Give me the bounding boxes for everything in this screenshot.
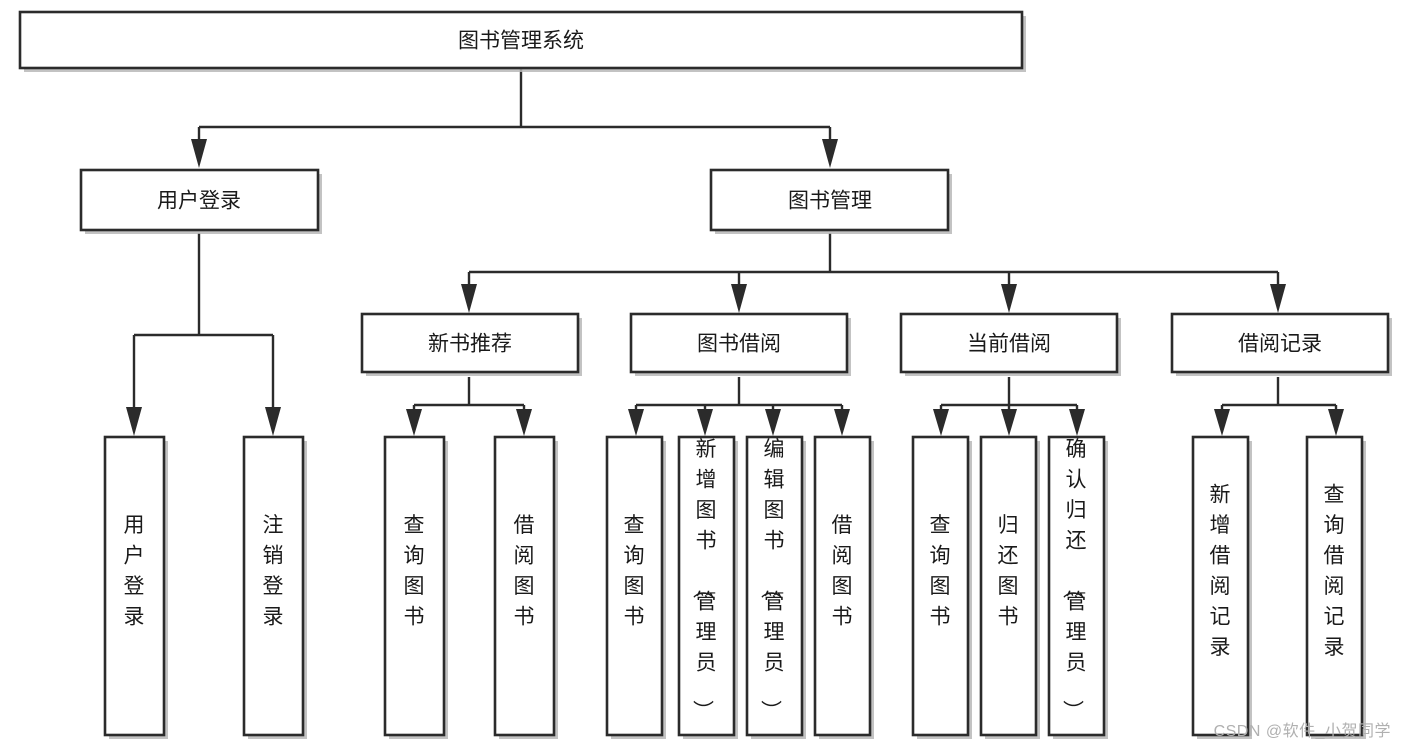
arrow-head-leaf-user-login bbox=[126, 407, 142, 436]
node-leaf-add-record-box[interactable] bbox=[1191, 435, 1250, 737]
node-leaf-query-book-3[interactable]: 查询图书 bbox=[911, 435, 972, 739]
node-book-manage[interactable]: 图书管理 bbox=[709, 168, 952, 234]
arrow-head-leaf-user-logout bbox=[265, 407, 281, 436]
arrow-head-leaf-query-book-3 bbox=[933, 409, 949, 436]
node-leaf-query-book-1-label: 查询图书 bbox=[404, 514, 425, 629]
node-leaf-query-book-2-box[interactable] bbox=[605, 435, 664, 737]
arrow-head-leaf-borrow-book-2 bbox=[834, 409, 850, 436]
node-leaf-query-record[interactable]: 查询借阅记录 bbox=[1305, 435, 1366, 739]
node-leaf-edit-book-box[interactable] bbox=[745, 435, 804, 737]
node-book-manage-box[interactable] bbox=[709, 168, 950, 232]
node-new-book-recommend-label: 新书推荐 bbox=[428, 333, 512, 356]
leaf-layer: 用户登录 注销登录 查询图书 借阅图书 查询图书 bbox=[103, 435, 1366, 739]
arrow-head-leaf-borrow-book-1 bbox=[516, 409, 532, 436]
arrow-head-book-borrow bbox=[731, 284, 747, 313]
node-leaf-user-login-box[interactable] bbox=[103, 435, 166, 737]
node-root[interactable]: 图书管理系统 bbox=[18, 10, 1026, 72]
node-borrow-record-label: 借阅记录 bbox=[1238, 333, 1322, 356]
arrow-head-new-book-recommend bbox=[461, 284, 477, 313]
node-book-manage-label: 图书管理 bbox=[788, 190, 872, 213]
node-leaf-return-book-box[interactable] bbox=[979, 435, 1038, 737]
node-leaf-edit-book-label: 编辑图书（管理员） bbox=[759, 438, 785, 721]
node-leaf-query-book-1[interactable]: 查询图书 bbox=[383, 435, 448, 739]
node-leaf-query-book-3-label: 查询图书 bbox=[930, 514, 951, 629]
arrow-head-leaf-add-record bbox=[1214, 409, 1230, 436]
arrow-head-borrow-record bbox=[1270, 284, 1286, 313]
arrow-head-current-borrow bbox=[1001, 284, 1017, 313]
node-current-borrow-label: 当前借阅 bbox=[967, 333, 1051, 356]
arrow-head-book-manage bbox=[822, 139, 838, 168]
node-root-label: 图书管理系统 bbox=[458, 30, 584, 53]
node-leaf-add-book[interactable]: 新增图书（管理员） bbox=[677, 435, 738, 739]
node-leaf-user-logout-label: 注销登录 bbox=[263, 514, 284, 629]
node-leaf-return-book-label: 归还图书 bbox=[998, 514, 1019, 629]
connector-layer bbox=[126, 69, 1344, 436]
node-leaf-confirm-return-box[interactable] bbox=[1047, 435, 1106, 737]
arrow-head-user-login bbox=[191, 139, 207, 168]
node-leaf-borrow-book-2[interactable]: 借阅图书 bbox=[813, 435, 874, 739]
arrow-head-leaf-query-book-2 bbox=[628, 409, 644, 436]
node-leaf-borrow-book-1-box[interactable] bbox=[493, 435, 556, 737]
node-leaf-user-logout-box[interactable] bbox=[242, 435, 305, 737]
node-user-login-label: 用户登录 bbox=[157, 190, 241, 213]
node-current-borrow[interactable]: 当前借阅 bbox=[899, 312, 1121, 376]
arrow-head-leaf-confirm-return bbox=[1069, 409, 1085, 436]
arrow-head-leaf-query-record bbox=[1328, 409, 1344, 436]
node-leaf-return-book[interactable]: 归还图书 bbox=[979, 435, 1040, 739]
arrow-head-leaf-query-book-1 bbox=[406, 409, 422, 436]
node-user-login[interactable]: 用户登录 bbox=[79, 168, 322, 234]
node-leaf-borrow-book-2-label: 借阅图书 bbox=[832, 514, 853, 629]
arrow-head-leaf-return-book bbox=[1001, 409, 1017, 436]
node-new-book-recommend-box[interactable] bbox=[360, 312, 580, 374]
node-leaf-add-book-box[interactable] bbox=[677, 435, 736, 737]
node-leaf-query-book-1-box[interactable] bbox=[383, 435, 446, 737]
arrow-head-leaf-add-book bbox=[697, 409, 713, 436]
node-leaf-add-record[interactable]: 新增借阅记录 bbox=[1191, 435, 1252, 739]
node-leaf-query-record-box[interactable] bbox=[1305, 435, 1364, 737]
node-leaf-query-book-2[interactable]: 查询图书 bbox=[605, 435, 666, 739]
node-book-borrow-label: 图书借阅 bbox=[697, 333, 781, 356]
arrow-head-leaf-edit-book bbox=[765, 409, 781, 436]
node-leaf-user-login[interactable]: 用户登录 bbox=[103, 435, 168, 739]
node-leaf-confirm-return-label: 确认归还（管理员） bbox=[1061, 438, 1087, 721]
node-leaf-add-book-label: 新增图书（管理员） bbox=[691, 438, 717, 721]
csdn-watermark: CSDN @软件_小贺同学 bbox=[1213, 723, 1391, 740]
node-leaf-borrow-book-1[interactable]: 借阅图书 bbox=[493, 435, 558, 739]
node-leaf-add-record-label: 新增借阅记录 bbox=[1210, 484, 1231, 660]
node-leaf-edit-book[interactable]: 编辑图书（管理员） bbox=[745, 435, 806, 739]
node-leaf-query-book-2-label: 查询图书 bbox=[624, 514, 645, 629]
node-leaf-confirm-return[interactable]: 确认归还（管理员） bbox=[1047, 435, 1108, 739]
node-borrow-record[interactable]: 借阅记录 bbox=[1170, 312, 1392, 376]
node-root-box[interactable] bbox=[18, 10, 1024, 70]
node-leaf-user-logout[interactable]: 注销登录 bbox=[242, 435, 307, 739]
node-user-login-box[interactable] bbox=[79, 168, 320, 232]
node-book-borrow[interactable]: 图书借阅 bbox=[629, 312, 851, 376]
node-current-borrow-box[interactable] bbox=[899, 312, 1119, 374]
node-borrow-record-box[interactable] bbox=[1170, 312, 1390, 374]
node-leaf-borrow-book-1-label: 借阅图书 bbox=[514, 514, 535, 629]
node-new-book-recommend[interactable]: 新书推荐 bbox=[360, 312, 582, 376]
node-leaf-borrow-book-2-box[interactable] bbox=[813, 435, 872, 737]
node-book-borrow-box[interactable] bbox=[629, 312, 849, 374]
node-leaf-query-record-label: 查询借阅记录 bbox=[1324, 484, 1345, 660]
node-leaf-query-book-3-box[interactable] bbox=[911, 435, 970, 737]
node-leaf-user-login-label: 用户登录 bbox=[124, 514, 145, 629]
